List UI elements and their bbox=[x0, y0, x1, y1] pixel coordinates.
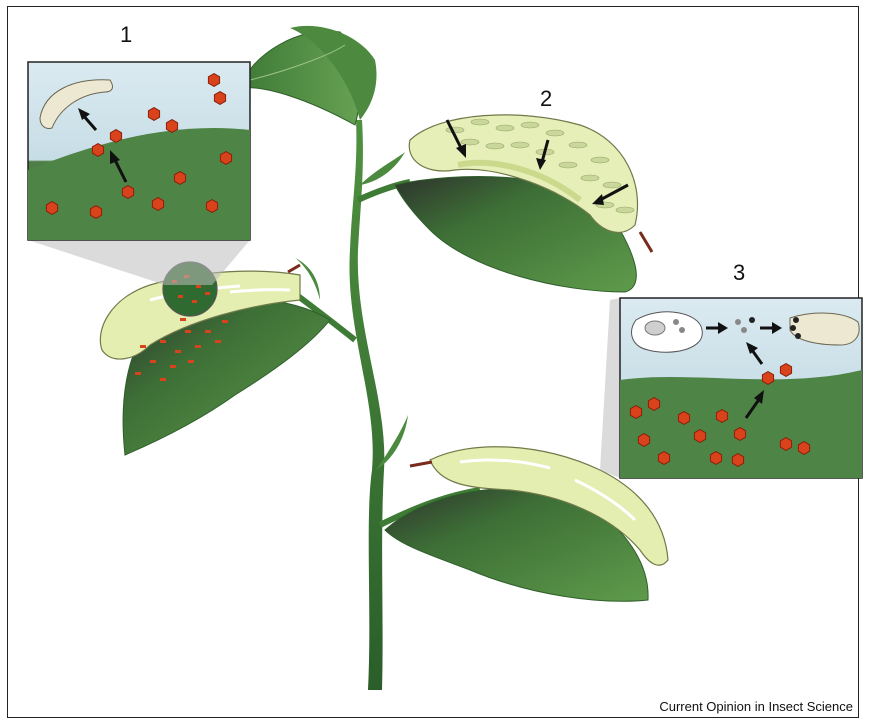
main-stem bbox=[349, 120, 384, 690]
zoom-cone-3 bbox=[600, 298, 620, 478]
inset-panel-1 bbox=[28, 62, 250, 240]
panel-label-2: 2 bbox=[540, 86, 552, 112]
shoot-leaf-1 bbox=[360, 152, 405, 185]
journal-credit: Current Opinion in Insect Science bbox=[659, 699, 853, 714]
inset-panel-3 bbox=[620, 298, 862, 478]
panel-label-1: 1 bbox=[120, 22, 132, 48]
inset-3-gut bbox=[632, 312, 703, 352]
zoom-cone-1 bbox=[28, 240, 250, 285]
panel-label-3: 3 bbox=[733, 260, 745, 286]
